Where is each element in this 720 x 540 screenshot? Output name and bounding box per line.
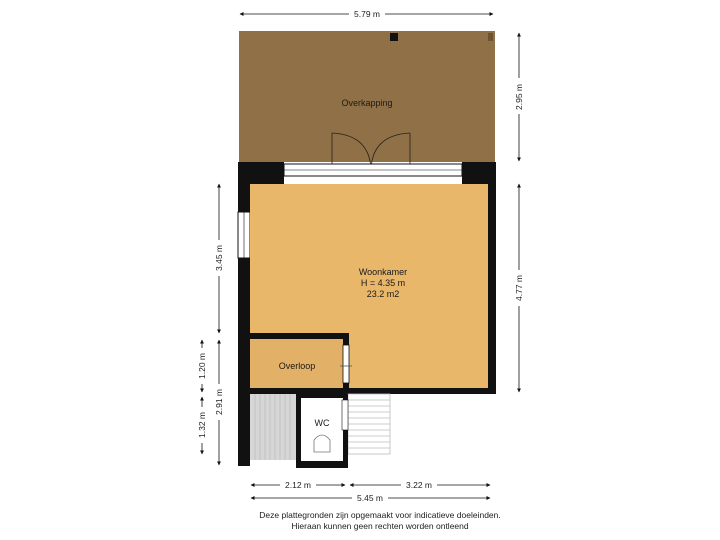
overloop-door[interactable]	[342, 344, 350, 384]
wall-left-top	[238, 162, 284, 184]
woonkamer-area: 23.2 m2	[367, 289, 400, 299]
overkapping-label: Overkapping	[341, 98, 392, 108]
wc-label: WC	[315, 418, 330, 428]
wc-door[interactable]	[341, 399, 349, 431]
woonkamer-label: Woonkamer	[359, 267, 407, 277]
dim-right-overkapping: 2.95 m	[514, 84, 524, 110]
toilet-icon	[313, 434, 331, 453]
dim-bottom-right: 3.22 m	[406, 480, 432, 490]
disclaimer-line-2: Hieraan kunnen geen rechten worden ontle…	[291, 521, 468, 531]
wall-right-top	[462, 162, 496, 184]
stairs-right[interactable]	[347, 393, 391, 455]
woonkamer-height: H = 4.35 m	[361, 278, 405, 288]
dim-left-total: 2.91 m	[214, 389, 224, 415]
dim-top-width: 5.79 m	[354, 9, 380, 19]
disclaimer-line-1: Deze plattegronden zijn opgemaakt voor i…	[259, 510, 500, 520]
dim-left-woonkamer: 3.45 m	[214, 245, 224, 271]
overloop-label: Overloop	[279, 361, 316, 371]
dimension-labels: 5.79 m 2.95 m 4.77 m 3.45 m 2.91 m 1.20 …	[196, 8, 525, 504]
dim-bottom-left: 2.12 m	[285, 480, 311, 490]
dim-left-overloop: 1.20 m	[197, 353, 207, 379]
wall-right	[488, 184, 496, 394]
wall-bottom	[345, 388, 496, 394]
dim-right-woonkamer: 4.77 m	[514, 275, 524, 301]
overloop-floor	[250, 339, 343, 388]
dim-bottom-total: 5.45 m	[357, 493, 383, 503]
overkapping-post-right	[488, 33, 493, 41]
stairs-left[interactable]	[250, 394, 296, 460]
overkapping-post	[390, 33, 398, 41]
overkapping-floor	[239, 31, 495, 162]
dim-left-stairs: 1.32 m	[197, 412, 207, 438]
